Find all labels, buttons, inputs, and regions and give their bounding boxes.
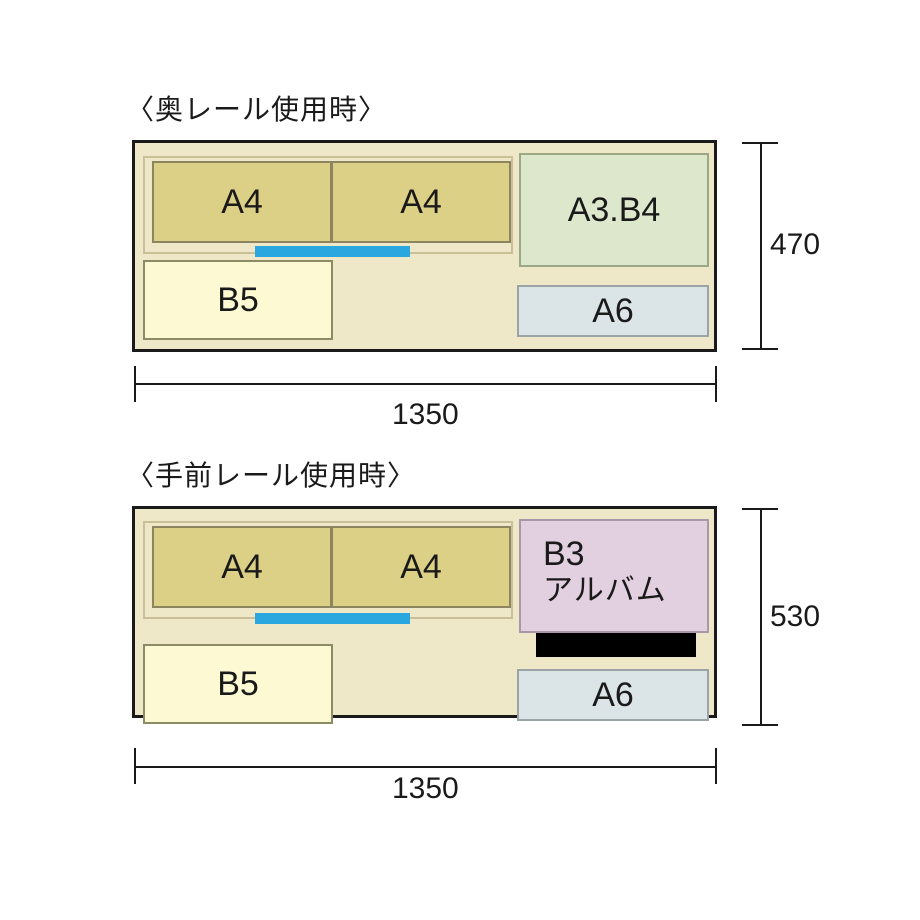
height-dimension-cap-bottom [742, 724, 778, 726]
width-dimension-label: 1350 [392, 398, 459, 431]
a3-b4-cell: A3.B4 [519, 153, 709, 267]
height-dimension-cap-bottom [742, 348, 778, 350]
height-dimension-cap-top [742, 142, 778, 144]
rail-indicator [255, 246, 410, 257]
width-dimension-cap-right [715, 748, 717, 784]
width-dimension-line [135, 766, 717, 768]
album-label: アルバム [543, 574, 667, 608]
width-dimension-cap-right [715, 366, 717, 402]
height-dimension-label: 530 [770, 600, 821, 633]
b3-album-cell: B3 アルバム [519, 519, 709, 633]
width-dimension-cap-left [134, 748, 136, 784]
height-dimension-line [760, 508, 762, 726]
width-dimension-line [135, 383, 717, 385]
a4-right-cell: A4 [331, 526, 511, 608]
width-dimension-cap-left [134, 366, 136, 402]
a4-left-cell: A4 [152, 161, 332, 243]
front-rail-bar [536, 633, 696, 657]
b3-label: B3 [543, 535, 585, 573]
a4-left-cell: A4 [152, 526, 332, 608]
b5-cell: B5 [143, 644, 333, 724]
b5-cell: B5 [143, 260, 333, 340]
layout-title-front-rail: 〈手前レール使用時〉 [126, 459, 417, 492]
layout-title-back-rail: 〈奥レール使用時〉 [126, 93, 388, 126]
width-dimension-label: 1350 [392, 772, 459, 805]
height-dimension-cap-top [742, 508, 778, 510]
a6-cell: A6 [517, 669, 709, 721]
rail-indicator [255, 613, 410, 624]
a6-cell: A6 [517, 285, 709, 337]
a4-right-cell: A4 [331, 161, 511, 243]
height-dimension-label: 470 [770, 228, 821, 261]
height-dimension-line [760, 142, 762, 350]
